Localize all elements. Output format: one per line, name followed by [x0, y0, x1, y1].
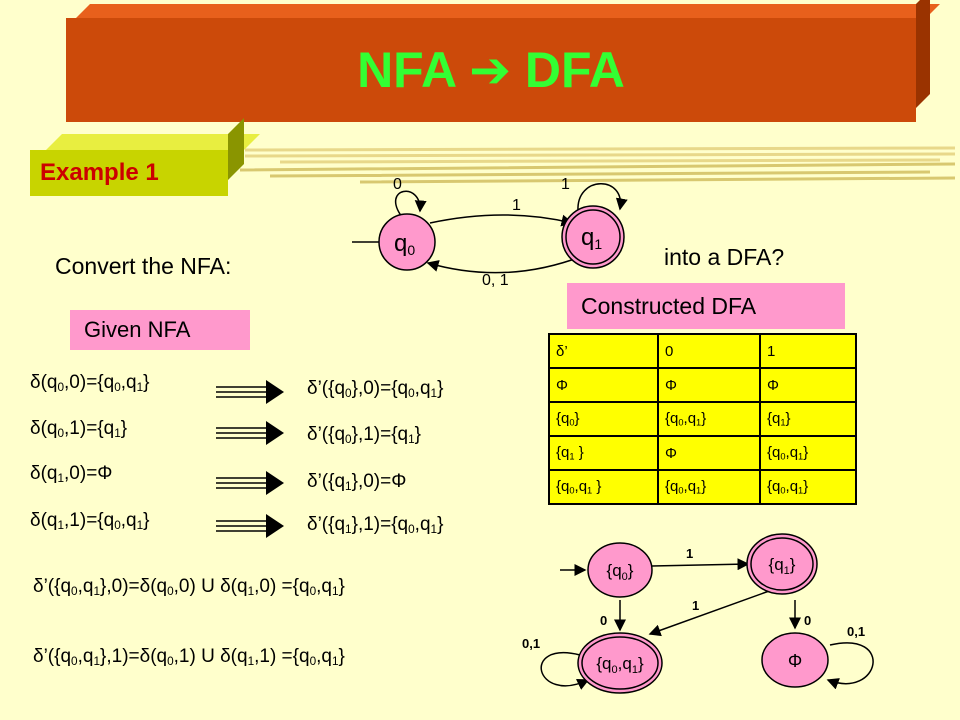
- nfa-transition-4: δ(q1,1)={q0,q1}: [30, 510, 150, 532]
- nfa-edge-q0-q1: [429, 214, 574, 227]
- dfa-edge-q0-q01-label: 0: [600, 613, 607, 628]
- dfa-state-phi-label: Φ: [788, 651, 802, 671]
- dfa-state-q1-label: {q1}: [769, 555, 796, 577]
- nfa-edge-q1-q0: [426, 256, 581, 274]
- table-cell: Φ: [657, 367, 761, 403]
- nfa-loop-q1-label: 1: [561, 176, 570, 193]
- dfa-edge-q1-q01: [648, 589, 773, 637]
- union-line-1: δ’({q0,q1},0)=δ(q0,0) U δ(q1,0) ={q0,q1}: [33, 576, 345, 598]
- dfa-transition-1: δ’({q0},0)={q0,q1}: [307, 378, 444, 400]
- nfa-loop-q0: [394, 190, 427, 218]
- nfa-state-q0: [378, 213, 436, 271]
- table-header-cell: 0: [657, 333, 761, 369]
- table-cell: {q1 }: [548, 435, 659, 471]
- dfa-transition-2: δ’({q0},1)={q1}: [307, 424, 422, 446]
- dfa-transition-4: δ’({q1},1)={q0,q1}: [307, 514, 444, 536]
- table-cell: {q0,q1}: [657, 469, 761, 505]
- dfa-state-q0: [587, 542, 653, 598]
- dfa-state-q01-outer: [577, 632, 663, 694]
- conversion-arrows: [216, 380, 284, 538]
- nfa-transition-2: δ(q0,1)={q1}: [30, 418, 128, 440]
- double-arrow-1: [216, 380, 284, 404]
- title-banner-top: [76, 4, 940, 18]
- convert-text: Convert the NFA:: [55, 253, 232, 279]
- nfa-transition-1: δ(q0,0)={q0,q1}: [30, 372, 150, 394]
- table-header-cell: δ’: [548, 333, 659, 369]
- decorative-strokes: [240, 146, 956, 184]
- example-label: Example 1: [40, 159, 159, 186]
- dfa-state-q01-label: {q0,q1}: [596, 654, 644, 676]
- double-arrow-3: [216, 471, 284, 495]
- nfa-edge-q1-q0-label: 0, 1: [482, 272, 509, 289]
- constructed-dfa-label: Constructed DFA: [567, 283, 845, 329]
- dfa-transition-3: δ’({q1},0)=Φ: [307, 471, 407, 493]
- nfa-state-q1-inner: [565, 209, 621, 265]
- dfa-state-q1-inner: [750, 537, 814, 591]
- nfa-loop-q1: [577, 183, 628, 212]
- table-cell: {q0,q1}: [657, 401, 761, 437]
- table-cell: Φ: [657, 435, 761, 471]
- table-row: {q0,q1 }{q0,q1}{q0,q1}: [548, 469, 857, 505]
- nfa-diagram: q0 q1 0 1 1 0, 1: [352, 176, 628, 289]
- page-title: NFA ➔ DFA: [357, 42, 625, 98]
- dfa-loop-q01-label: 0,1: [522, 636, 540, 651]
- table-cell: {q0,q1 }: [548, 469, 659, 505]
- table-cell: {q1}: [759, 401, 857, 437]
- dfa-state-phi: [761, 632, 829, 688]
- table-cell: Φ: [548, 367, 659, 403]
- dfa-loop-phi-label: 0,1: [847, 624, 865, 639]
- double-arrow-4: [216, 514, 284, 538]
- nfa-edge-q0-q1-label: 1: [512, 197, 521, 214]
- nfa-loop-q0-label: 0: [393, 176, 402, 193]
- title-banner-side: [916, 0, 930, 108]
- table-cell: {q0}: [548, 401, 659, 437]
- dfa-state-q01-inner: [581, 636, 659, 690]
- double-arrow-2: [216, 421, 284, 445]
- table-cell: {q0,q1}: [759, 435, 857, 471]
- dfa-loop-q01: [540, 652, 590, 690]
- dfa-loop-phi: [826, 642, 874, 690]
- dfa-edge-q0-q1: [651, 558, 750, 571]
- table-row: {q1 }Φ{q0,q1}: [548, 435, 857, 471]
- dfa-state-q1-outer: [746, 533, 818, 595]
- title-banner: [66, 18, 916, 122]
- given-nfa-label: Given NFA: [70, 310, 250, 350]
- table-cell: Φ: [759, 367, 857, 403]
- table-header-cell: 1: [759, 333, 857, 369]
- dfa-edge-q1-q01-label: 1: [692, 598, 699, 613]
- dfa-state-q0-label: {q0}: [607, 561, 634, 583]
- table-cell: {q0,q1}: [759, 469, 857, 505]
- into-dfa-text: into a DFA?: [664, 244, 785, 270]
- nfa-transition-3: δ(q1,0)=Φ: [30, 463, 113, 485]
- dfa-diagram: {q0} {q1} {q0,q1} Φ 1 0 1 0 0,1 0,1: [522, 533, 874, 694]
- nfa-state-q1-outer: [561, 205, 625, 269]
- dfa-edge-q0-q1-label: 1: [686, 546, 693, 561]
- table-row: {q0}{q0,q1}{q1}: [548, 401, 857, 437]
- dfa-edge-q1-phi-label: 0: [804, 613, 811, 628]
- example-box: [30, 150, 228, 196]
- union-line-2: δ’({q0,q1},1)=δ(q0,1) U δ(q1,1) ={q0,q1}: [33, 646, 345, 668]
